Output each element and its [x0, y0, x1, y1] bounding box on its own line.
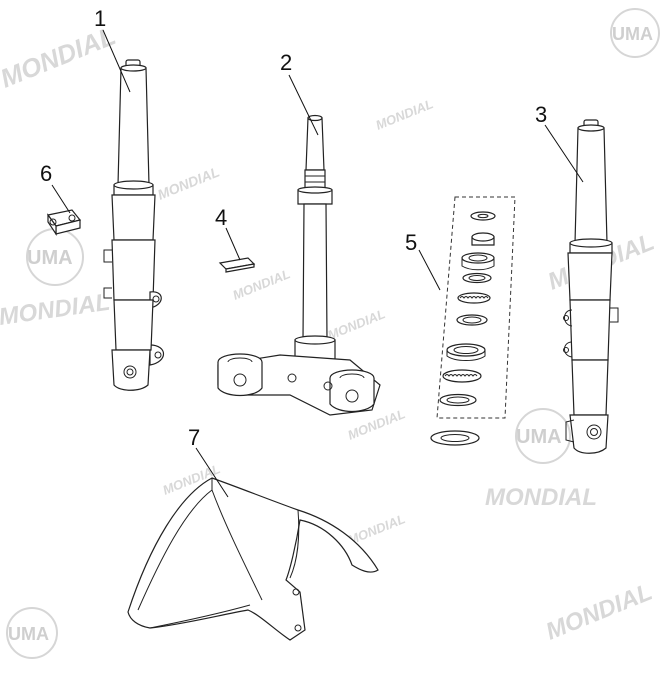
uma-logo-text: UMA	[8, 624, 49, 644]
part-6-clamp	[46, 209, 82, 236]
callout-7: 7	[188, 425, 200, 450]
callout-labels: 1 2 3 4 5 6 7	[40, 6, 547, 450]
leader-line-4	[225, 227, 241, 261]
watermark-mondial: MONDIAL	[542, 579, 656, 646]
part-2-steering-stem	[217, 114, 381, 416]
callout-1: 1	[94, 6, 106, 31]
leader-line-7	[195, 447, 229, 498]
watermark-mondial: MONDIAL	[374, 96, 436, 133]
uma-logo-watermark: UMA	[610, 8, 660, 58]
uma-logo-text: UMA	[516, 426, 562, 448]
watermark-mondial: MONDIAL	[231, 266, 293, 303]
part-3-right-fork-leg	[563, 119, 619, 454]
uma-logo-text: UMA	[27, 247, 73, 269]
leader-line-1	[102, 29, 131, 93]
callout-6: 6	[40, 161, 52, 186]
uma-logo-watermark: UMA	[6, 607, 58, 659]
watermark-mondial: MONDIAL	[155, 163, 222, 202]
lower-triple-clamp	[217, 353, 381, 416]
part-4-plate	[218, 257, 256, 273]
callout-5: 5	[405, 230, 417, 255]
callout-3: 3	[535, 102, 547, 127]
bearing-set-box	[436, 196, 516, 419]
callout-2: 2	[280, 50, 292, 75]
leader-line-6	[51, 184, 71, 214]
leader-line-3	[544, 124, 584, 183]
watermark-layer: MONDIAL MONDIAL MONDIAL MONDIAL MONDIAL …	[0, 8, 660, 659]
leader-lines	[51, 29, 584, 498]
callout-4: 4	[215, 205, 227, 230]
watermark-mondial: MONDIAL	[485, 484, 597, 511]
part-1-left-fork-leg	[103, 59, 165, 391]
uma-logo-watermark: UMA	[515, 408, 571, 464]
part-7-front-fender	[127, 477, 379, 641]
uma-logo-text: UMA	[612, 24, 653, 44]
watermark-mondial: MONDIAL	[326, 306, 388, 343]
part-5-bearing-set	[430, 196, 516, 446]
leader-line-5	[418, 249, 441, 291]
watermark-mondial: MONDIAL	[0, 289, 112, 331]
uma-logo-watermark: UMA	[26, 228, 84, 286]
leader-line-2	[288, 74, 319, 136]
watermark-mondial: MONDIAL	[0, 20, 120, 93]
